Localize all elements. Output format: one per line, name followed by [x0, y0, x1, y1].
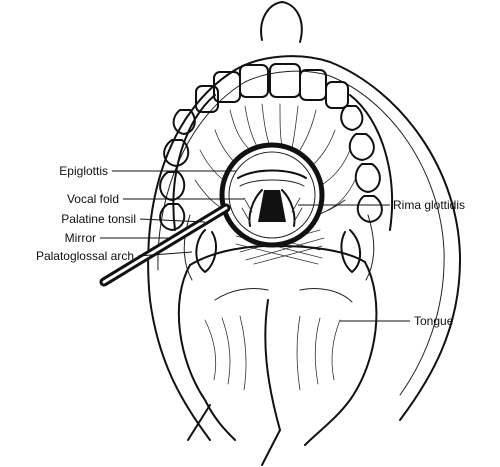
outer-lip-line	[157, 70, 445, 396]
leader-palatine-tonsil	[139, 218, 206, 223]
molar-left-2	[159, 203, 186, 231]
label-tongue: Tongue	[414, 314, 454, 328]
molar-right-2	[356, 195, 383, 223]
palatine-tonsil-right	[340, 229, 361, 273]
mouth-outline	[147, 55, 461, 421]
label-palatoglossal-arch: Palatoglossal arch	[36, 249, 134, 263]
incisor-right	[269, 63, 301, 98]
palatoglossal-arch-left	[183, 214, 193, 281]
canine-right	[325, 81, 349, 109]
mirror-view	[219, 142, 325, 248]
upper-teeth	[159, 63, 394, 231]
tongue	[177, 244, 378, 446]
epiglottis-edge	[237, 169, 307, 179]
nose-outline	[260, 1, 303, 43]
molar-right-1	[354, 163, 381, 193]
label-palatine-tonsil: Palatine tonsil	[61, 212, 136, 226]
palatoglossal-arch-right	[365, 214, 375, 281]
label-vocal-fold: Vocal fold	[67, 192, 119, 206]
leader-palatoglossal-arch	[137, 251, 193, 257]
vocal-fold-right	[281, 189, 296, 227]
palatine-tonsil-left	[195, 229, 217, 273]
jaw-line-right	[261, 429, 281, 466]
premolar-right-1	[340, 105, 364, 131]
label-rima-glottidis: Rima glottidis	[393, 198, 465, 212]
premolar-right-2	[348, 133, 375, 161]
lower-lip-left	[149, 299, 211, 441]
mirror-handle	[99, 203, 231, 287]
molar-left-1	[159, 171, 186, 201]
premolar-left-2	[163, 139, 190, 167]
incisor-left	[239, 64, 269, 98]
jaw-line-left	[187, 404, 211, 441]
lateral-incisor-right	[299, 69, 327, 101]
label-mirror: Mirror	[65, 231, 96, 245]
vocal-fold-left	[248, 189, 263, 227]
premolar-left-1	[172, 109, 196, 135]
canine-left	[195, 85, 219, 113]
label-epiglottis: Epiglottis	[59, 164, 108, 178]
rima-glottidis-opening	[258, 190, 286, 222]
mirror-inner-rim	[228, 151, 316, 239]
